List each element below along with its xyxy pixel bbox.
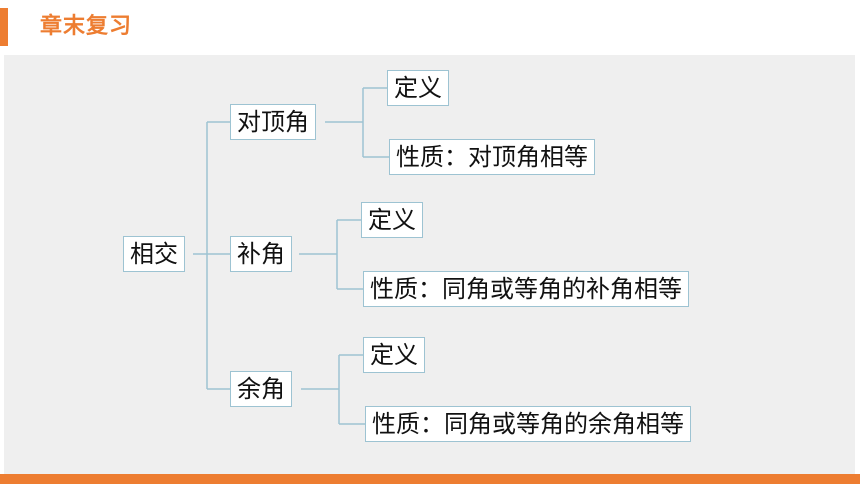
branch-node-vertical-angles: 对顶角 [230,104,316,140]
leaf-node-property-1: 性质：对顶角相等 [389,139,595,175]
root-node: 相交 [123,236,185,272]
branch-node-complementary-angles: 余角 [230,371,292,407]
leaf-node-property-3: 性质：同角或等角的余角相等 [365,406,691,442]
header-accent-bar [0,8,8,46]
leaf-node-property-2: 性质：同角或等角的补角相等 [363,271,689,307]
leaf-node-definition-1: 定义 [387,70,449,106]
branch-node-supplementary-angles: 补角 [230,236,292,272]
leaf-node-definition-3: 定义 [363,337,425,373]
leaf-node-definition-2: 定义 [361,202,423,238]
footer-accent-bar [0,474,860,484]
page-title: 章末复习 [40,14,133,39]
